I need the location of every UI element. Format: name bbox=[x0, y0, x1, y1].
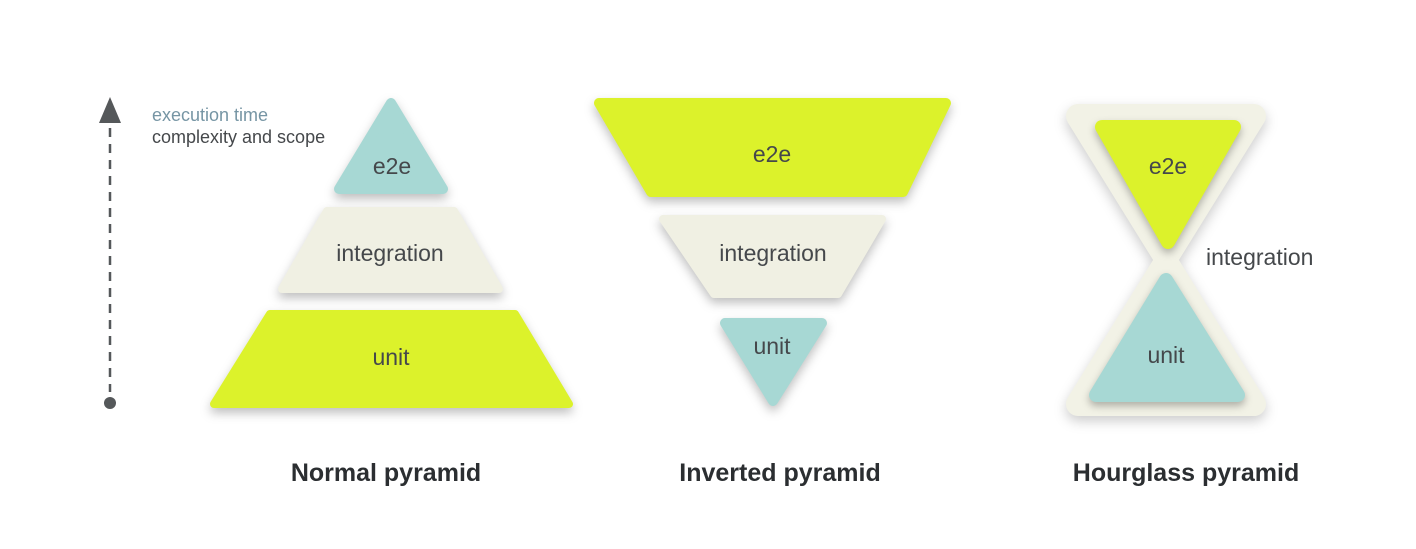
inverted-pyramid-unit-label: unit bbox=[753, 333, 791, 359]
hourglass-pyramid: e2e integration unit Hourglass pyramid bbox=[1066, 104, 1313, 487]
inverted-pyramid-e2e-shape bbox=[594, 98, 951, 197]
normal-pyramid: e2e integration unit Normal pyramid bbox=[210, 98, 573, 487]
normal-pyramid-unit-label: unit bbox=[372, 344, 410, 370]
axis-label-execution-time: execution time bbox=[152, 105, 268, 125]
axis-arrowhead-icon bbox=[99, 97, 121, 123]
hourglass-unit-shape bbox=[1089, 273, 1245, 402]
inverted-pyramid-e2e-label: e2e bbox=[753, 141, 791, 167]
hourglass-unit-label: unit bbox=[1147, 342, 1185, 368]
axis-origin-dot-icon bbox=[104, 397, 116, 409]
axis-label-complexity-scope: complexity and scope bbox=[152, 127, 325, 147]
normal-pyramid-e2e-label: e2e bbox=[373, 153, 411, 179]
normal-pyramid-integration-label: integration bbox=[336, 240, 443, 266]
normal-pyramid-caption: Normal pyramid bbox=[291, 459, 481, 487]
hourglass-integration-label: integration bbox=[1206, 244, 1313, 270]
hourglass-e2e-shape bbox=[1095, 120, 1241, 249]
normal-pyramid-e2e-shape bbox=[334, 98, 448, 194]
hourglass-e2e-label: e2e bbox=[1149, 153, 1187, 179]
axis: execution time complexity and scope bbox=[99, 97, 325, 409]
inverted-pyramid: e2e integration unit Inverted pyramid bbox=[594, 98, 951, 487]
inverted-pyramid-caption: Inverted pyramid bbox=[679, 459, 880, 487]
inverted-pyramid-integration-label: integration bbox=[719, 240, 826, 266]
hourglass-pyramid-caption: Hourglass pyramid bbox=[1073, 459, 1299, 487]
inverted-pyramid-integration-shape bbox=[659, 215, 886, 298]
inverted-pyramid-unit-shape bbox=[720, 318, 827, 406]
normal-pyramid-integration-shape bbox=[278, 207, 503, 293]
normal-pyramid-unit-shape bbox=[210, 310, 573, 408]
